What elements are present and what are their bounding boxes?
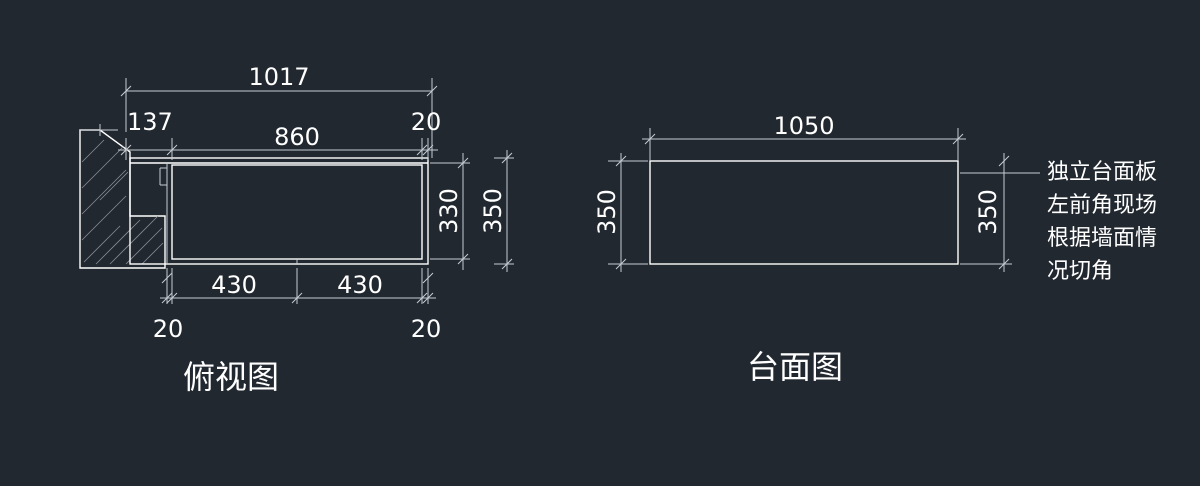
dim-right-top-label: 20 bbox=[411, 108, 442, 136]
note-line-2: 左前角现场 bbox=[1047, 193, 1157, 218]
dim-left-label: 137 bbox=[127, 108, 173, 136]
countertop-outline bbox=[649, 160, 959, 265]
dimension-inner-width: 137 20 860 bbox=[118, 108, 441, 160]
wall-section bbox=[79, 124, 166, 269]
dim-countertop-right-label: 350 bbox=[974, 189, 1002, 235]
dim-depth-outer-label: 350 bbox=[479, 188, 507, 234]
dimension-overall-width: 1017 bbox=[120, 63, 438, 158]
countertop-note: 独立台面板 左前角现场 根据墙面情 况切角 bbox=[1047, 160, 1157, 284]
dim-bottom-left-label: 430 bbox=[211, 271, 257, 299]
dim-bottom-end-right-label: 20 bbox=[411, 315, 442, 343]
dimension-countertop-right-depth: 350 bbox=[960, 153, 1012, 272]
cabinet-outline bbox=[129, 157, 429, 265]
dim-bottom-right-label: 430 bbox=[337, 271, 383, 299]
top-view-caption: 俯视图 bbox=[183, 358, 279, 396]
dimension-countertop-width: 1050 bbox=[642, 112, 966, 161]
note-line-1: 独立台面板 bbox=[1047, 160, 1157, 185]
dimension-depth-inner: 330 bbox=[430, 153, 470, 270]
countertop-view: 1050 350 350 独立台面板 左前角现场 根据墙面情 况切角 台面 bbox=[593, 112, 1157, 386]
top-view: 1017 137 20 860 330 bbox=[79, 63, 514, 396]
dim-countertop-width-label: 1050 bbox=[773, 112, 834, 140]
dim-depth-inner-label: 330 bbox=[435, 188, 463, 234]
countertop-view-caption: 台面图 bbox=[747, 348, 843, 386]
dimension-bottom-row: 430 430 20 20 bbox=[153, 268, 442, 343]
note-line-3: 根据墙面情 bbox=[1047, 226, 1157, 251]
dim-countertop-left-label: 350 bbox=[593, 189, 621, 235]
dimension-countertop-left-depth: 350 bbox=[593, 153, 648, 272]
dim-inner-label: 860 bbox=[274, 123, 320, 151]
dimension-depth-outer: 350 bbox=[479, 150, 514, 272]
dim-bottom-end-left-label: 20 bbox=[153, 315, 184, 343]
note-line-4: 况切角 bbox=[1047, 259, 1113, 284]
dim-overall-label: 1017 bbox=[248, 63, 309, 91]
